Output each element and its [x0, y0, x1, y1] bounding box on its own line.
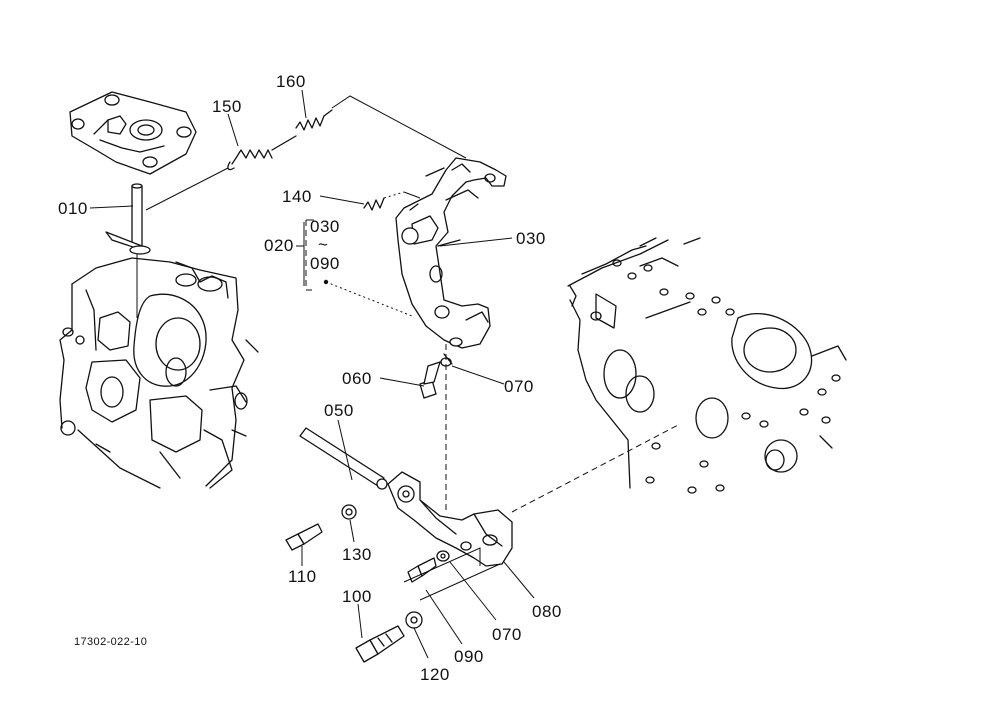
- label-070-upper: 070: [504, 377, 534, 396]
- label-120: 120: [420, 665, 450, 684]
- leader-lines: [89, 89, 535, 659]
- washer-120: [405, 611, 423, 629]
- rod-050: [299, 427, 388, 490]
- range-symbol: ~: [318, 235, 328, 254]
- washer-130: [341, 504, 357, 520]
- spring-150: [145, 135, 297, 211]
- screw-060: [419, 353, 453, 399]
- engine-block-right: [567, 237, 847, 494]
- label-140: 140: [282, 187, 312, 206]
- part-labels: 010 150 160 140 030 ~ 020 090 030 060 07…: [58, 72, 562, 684]
- label-090: 090: [454, 647, 484, 666]
- label-150: 150: [212, 97, 242, 116]
- label-020: 020: [264, 236, 294, 255]
- label-090-range-end: 090: [310, 254, 340, 273]
- label-100: 100: [342, 587, 372, 606]
- bolt-070-lower: [407, 550, 450, 583]
- screw-100: [355, 625, 405, 663]
- lever-080: [387, 471, 513, 567]
- label-010: 010: [58, 199, 88, 218]
- engine-block-left: [59, 257, 259, 489]
- label-110: 110: [288, 567, 317, 586]
- spring-160: [295, 95, 467, 159]
- spring-140: [363, 191, 421, 211]
- label-050: 050: [324, 401, 354, 420]
- drawing-code: 17302-022-10: [74, 636, 147, 648]
- lever-assembly-030: [395, 157, 507, 349]
- screw-110: [285, 523, 323, 551]
- label-130: 130: [342, 545, 372, 564]
- label-060: 060: [342, 369, 372, 388]
- label-160: 160: [276, 72, 306, 91]
- label-080: 080: [532, 602, 562, 621]
- label-030-range-start: 030: [310, 217, 340, 236]
- guide-lines: [305, 219, 681, 601]
- range-bracket-020: [296, 222, 329, 286]
- label-070-lower: 070: [492, 625, 522, 644]
- label-030: 030: [516, 229, 546, 248]
- shaft-010: [105, 183, 151, 318]
- cover-plate: [69, 91, 197, 175]
